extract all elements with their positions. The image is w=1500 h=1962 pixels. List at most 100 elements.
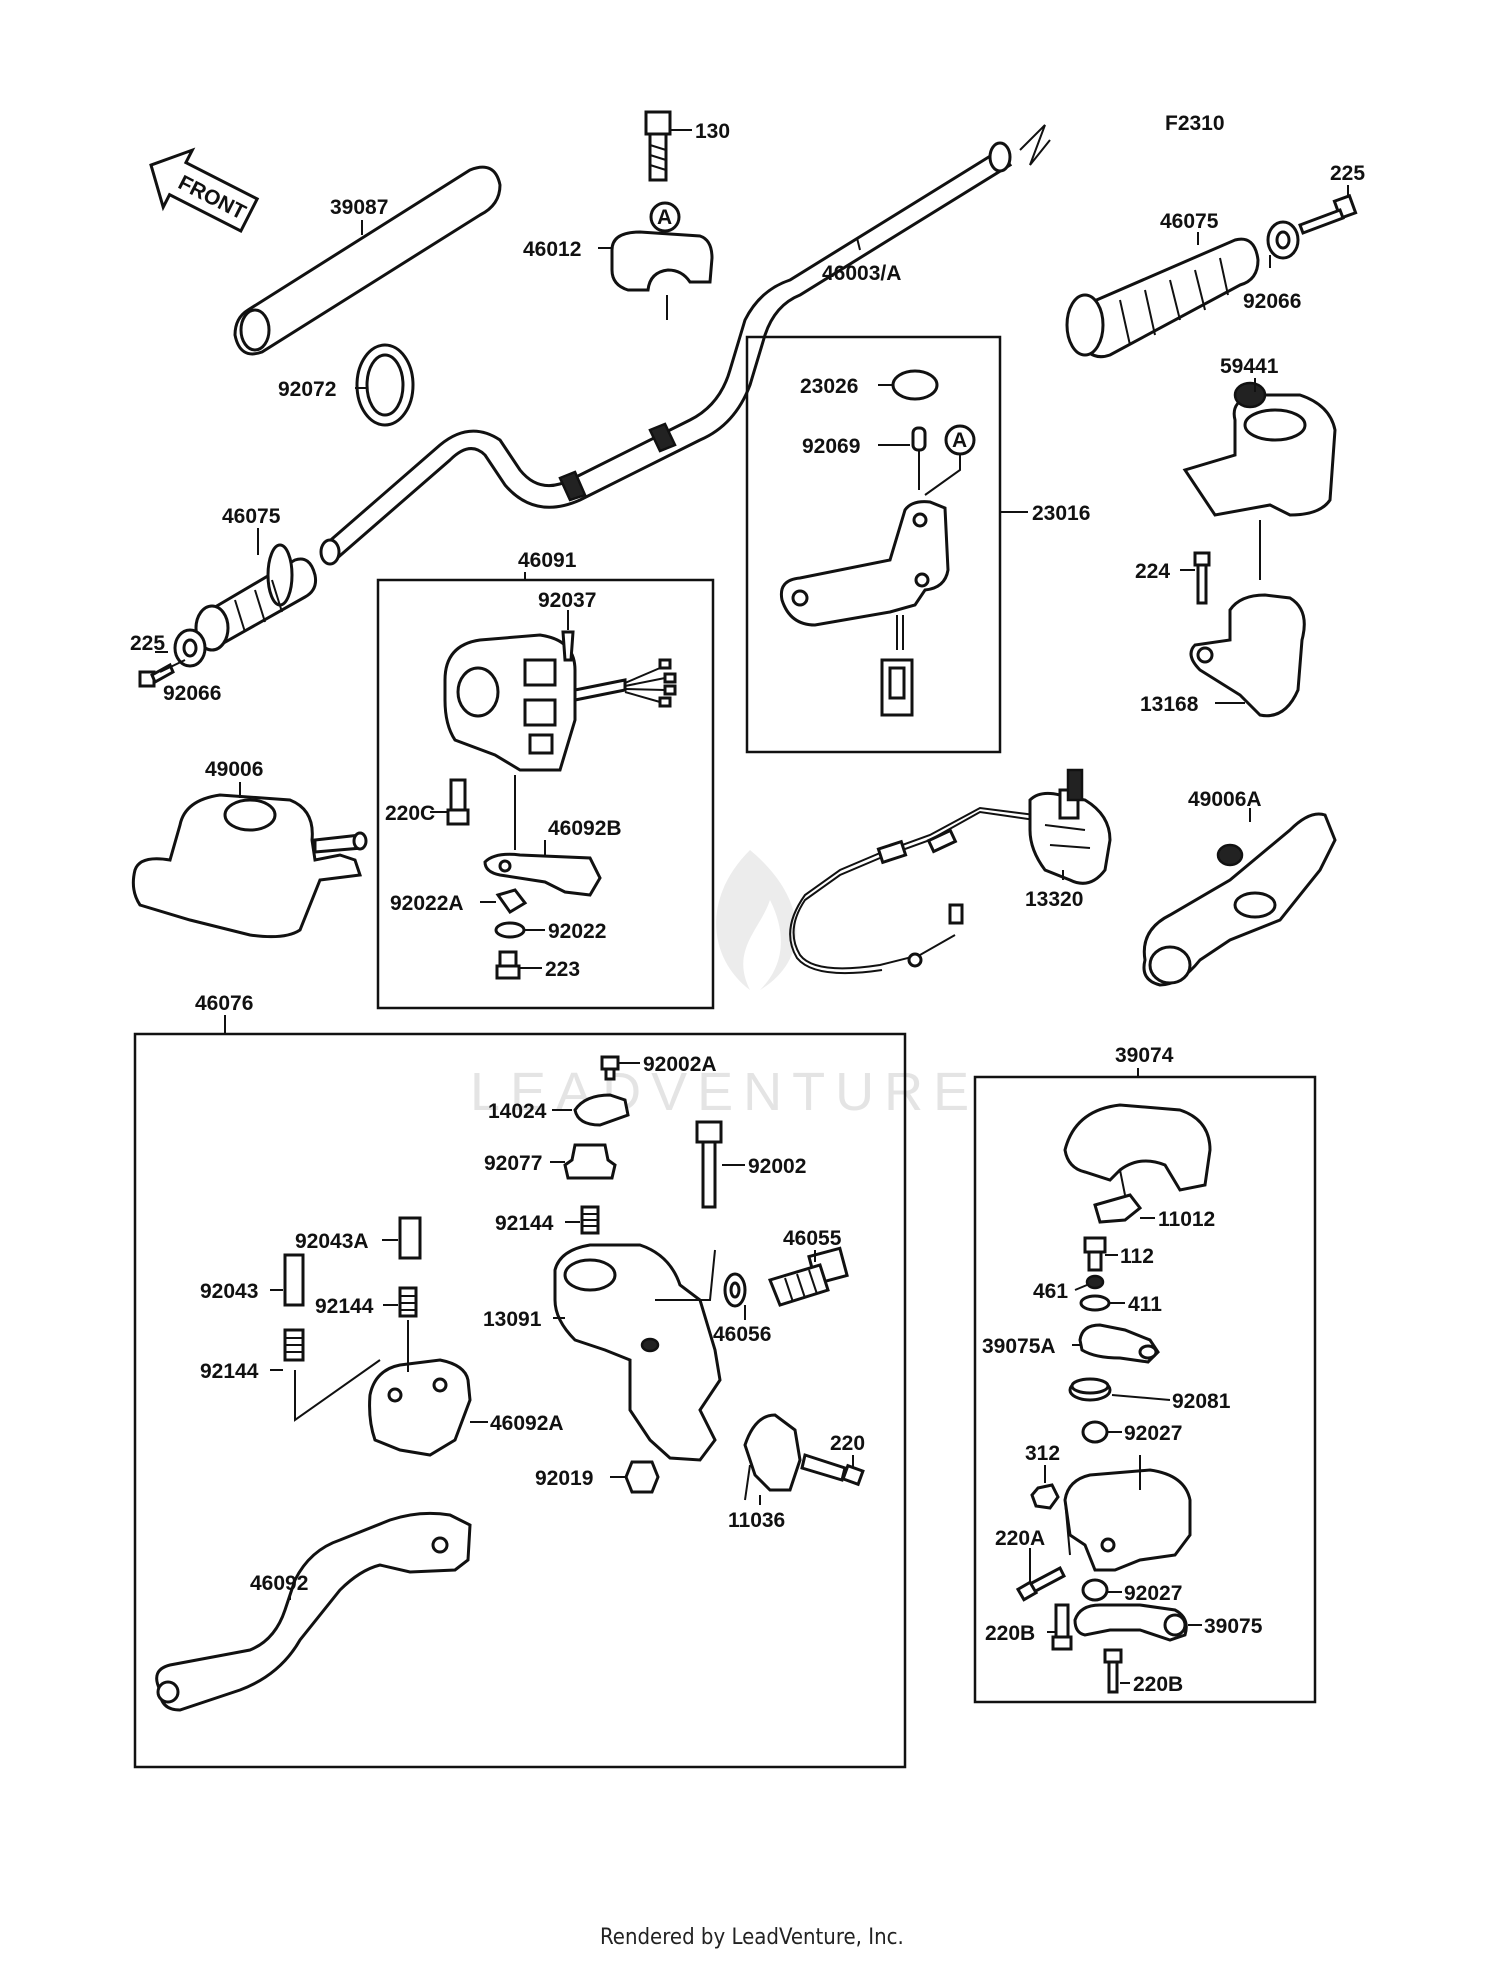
part-11036-holder	[743, 1413, 802, 1501]
label-92081: 92081	[1172, 1390, 1231, 1413]
part-39075-lever	[1073, 1603, 1188, 1642]
part-39074-body	[1063, 1455, 1192, 1572]
front-arrow-icon: FRONT	[149, 147, 260, 234]
part-23026-cap	[891, 369, 939, 401]
part-92022-washer	[494, 921, 526, 939]
handlebar	[319, 124, 1051, 566]
label-46075-left: 46075	[222, 505, 281, 528]
part-13320-cable	[789, 768, 1112, 975]
label-46003A: 46003/A	[822, 262, 901, 285]
svg-text:A: A	[657, 206, 672, 229]
label-223: 223	[545, 958, 580, 981]
part-46075-left-grip	[194, 543, 317, 652]
part-14024-gasket	[573, 1093, 630, 1127]
label-92072: 92072	[278, 378, 336, 401]
label-23026: 23026	[800, 375, 858, 398]
part-92066-right-collar	[1266, 220, 1300, 260]
part-39075A-lever	[1078, 1323, 1160, 1364]
part-46075-right-grip	[1065, 237, 1260, 359]
box-39074-throttle-assembly	[973, 1075, 1317, 1704]
label-46056: 46056	[713, 1323, 771, 1346]
part-11012-spring-clip	[1093, 1193, 1143, 1224]
svg-text:A: A	[952, 429, 967, 452]
label-46076: 46076	[195, 992, 253, 1015]
box-23016-assembly	[745, 335, 1002, 754]
diagram-code: F2310	[1165, 112, 1225, 135]
label-46055: 46055	[783, 1227, 842, 1250]
part-92144-spring-c	[283, 1328, 305, 1362]
part-220C-screw	[446, 778, 470, 826]
leader-lines	[155, 129, 1349, 1684]
label-46092B: 46092B	[548, 817, 622, 840]
label-59441: 59441	[1220, 355, 1279, 378]
label-23016: 23016	[1032, 502, 1090, 525]
watermark-flame-icon	[716, 850, 797, 990]
part-223-screw	[495, 950, 521, 980]
part-46092A-bracket	[294, 1320, 472, 1457]
label-14024: 14024	[488, 1100, 547, 1123]
part-46055-adjuster	[767, 1246, 849, 1307]
label-220B-b: 220B	[1133, 1673, 1183, 1696]
part-labels: 130 39087 46012 46003/A 225 46075 92066 …	[130, 120, 1365, 1696]
box-46091-switch-assembly	[376, 578, 715, 1010]
part-92081-spring	[1068, 1377, 1112, 1402]
label-225-left: 225	[130, 632, 165, 655]
part-220B-screw-a	[1051, 1603, 1073, 1651]
part-49006-housing	[131, 793, 368, 939]
part-92144-spring-a	[580, 1205, 600, 1235]
part-225-right-screw	[1298, 193, 1358, 235]
label-13320: 13320	[1025, 888, 1083, 911]
part-46092B-bracket	[483, 775, 602, 897]
label-46092A: 46092A	[490, 1412, 564, 1435]
part-92027-seal-b	[1081, 1578, 1109, 1602]
label-112: 112	[1120, 1245, 1154, 1268]
ref-circle-a2-icon: A	[924, 424, 976, 496]
part-312-nut	[1030, 1483, 1060, 1510]
part-92027-seal-a	[1081, 1420, 1109, 1444]
label-220: 220	[830, 1432, 865, 1455]
ref-circle-a-icon: A	[649, 201, 681, 233]
label-39075A: 39075A	[982, 1335, 1056, 1358]
part-92022A-nut	[495, 888, 528, 915]
part-39087-grip-tube	[233, 165, 502, 356]
label-220A: 220A	[995, 1527, 1045, 1550]
watermark-text: LEADVENTURE	[470, 1062, 979, 1122]
label-92043: 92043	[200, 1280, 258, 1303]
part-220A-screw	[1015, 1565, 1066, 1602]
label-92077: 92077	[484, 1152, 542, 1175]
part-13168-housing	[1189, 593, 1306, 718]
label-92002A: 92002A	[643, 1053, 717, 1076]
label-225-right: 225	[1330, 162, 1365, 185]
footer-credit: Rendered by LeadVenture, Inc.	[600, 1925, 904, 1950]
label-92002: 92002	[748, 1155, 806, 1178]
part-92019-nut	[624, 1460, 660, 1494]
part-112-screw	[1083, 1236, 1107, 1272]
label-11036: 11036	[728, 1509, 785, 1532]
label-92144-a: 92144	[495, 1212, 554, 1235]
part-92077-cap	[563, 1143, 617, 1180]
label-411: 411	[1128, 1293, 1162, 1316]
label-92027-a: 92027	[1124, 1422, 1182, 1445]
part-220B-screw-b	[1103, 1648, 1123, 1694]
label-13168: 13168	[1140, 693, 1199, 716]
part-46012-clamp	[610, 230, 714, 320]
label-92027-b: 92027	[1124, 1582, 1182, 1605]
part-59441-housing	[1182, 381, 1337, 580]
label-46012: 46012	[523, 238, 581, 261]
label-39087: 39087	[330, 196, 388, 219]
label-46092: 46092	[250, 1572, 308, 1595]
label-92022: 92022	[548, 920, 606, 943]
label-312: 312	[1025, 1442, 1060, 1465]
label-92043A: 92043A	[295, 1230, 369, 1253]
part-92002A-screw	[600, 1055, 620, 1081]
label-11012: 11012	[1158, 1208, 1215, 1231]
label-92037: 92037	[538, 589, 596, 612]
part-13091-lever-bracket	[553, 1243, 722, 1462]
label-92066-right: 92066	[1243, 290, 1301, 313]
part-46056-nut	[723, 1272, 747, 1308]
part-461-ring	[1085, 1274, 1105, 1290]
label-46075-right: 46075	[1160, 210, 1219, 233]
label-39075: 39075	[1204, 1615, 1263, 1638]
part-92043A-pin	[398, 1216, 422, 1260]
part-92069-bulb	[911, 426, 927, 490]
